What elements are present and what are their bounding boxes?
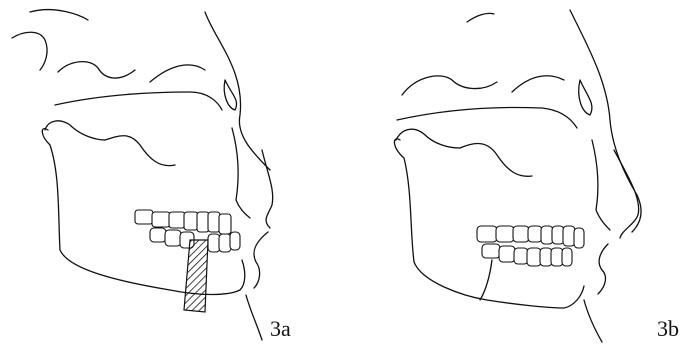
profile-nose [614, 150, 639, 238]
forehead-line [570, 10, 641, 232]
cranium-outline [12, 32, 47, 70]
osteotomy-hatch [184, 240, 208, 312]
skull-drawing-3a [0, 0, 352, 344]
condyle [396, 129, 460, 148]
nasal-bone [579, 80, 592, 115]
mandible-outline [394, 139, 584, 308]
sinus-contour [150, 65, 205, 82]
orbit-line [30, 10, 88, 20]
profile-chin [584, 300, 602, 342]
condyle [45, 121, 105, 140]
figure-label-3a: 3a [270, 318, 291, 340]
nasal-bone [224, 80, 236, 110]
profile-nose [262, 150, 273, 228]
forehead-contour [467, 13, 494, 22]
forehead-contour [205, 12, 270, 170]
lower-teeth-3b [482, 244, 572, 266]
maxilla-front [592, 140, 610, 230]
zygoma [55, 92, 222, 110]
orbit-rim [58, 62, 135, 78]
profile-chin [246, 295, 262, 340]
zygoma [397, 108, 577, 129]
figure-label-3b: 3b [657, 318, 679, 340]
skull-drawing-3b [352, 0, 699, 344]
orbit-rim [402, 76, 497, 95]
osteotomy-line [480, 260, 492, 300]
profile-lips [598, 244, 608, 294]
upper-teeth-3a [135, 210, 231, 234]
coronoid [105, 136, 175, 166]
sinus-contour [512, 76, 564, 92]
profile-lips [254, 232, 268, 288]
figure-3b: 3b [352, 0, 699, 344]
figure-3a: 3a [0, 0, 352, 344]
maxilla-front [232, 128, 250, 218]
coronoid [460, 144, 532, 177]
